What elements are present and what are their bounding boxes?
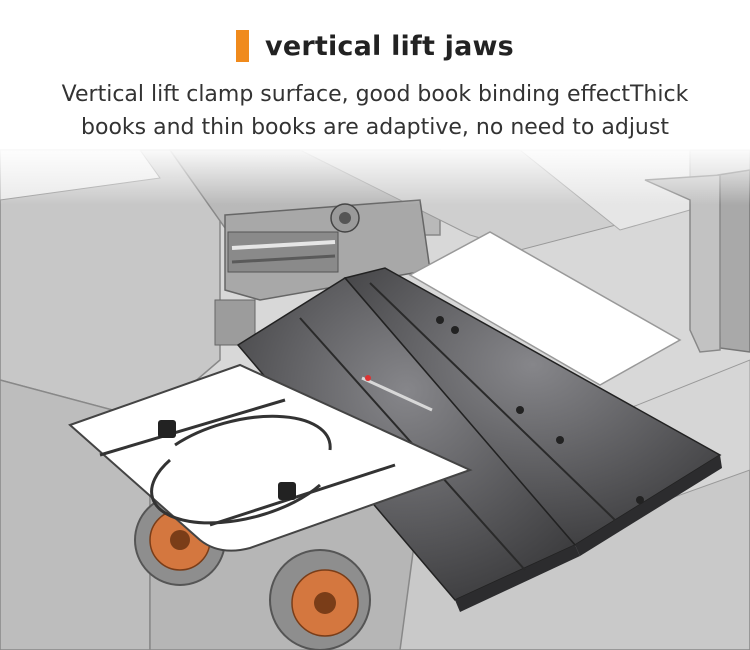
header: vertical lift jaws Vertical lift clamp s… (0, 0, 750, 145)
roller-bottom (269, 549, 371, 650)
description: Vertical lift clamp surface, good book b… (20, 78, 730, 144)
description-line-2: books and thin books are adaptive, no ne… (81, 115, 669, 140)
guide-plate (68, 363, 473, 552)
page-title: vertical lift jaws (265, 30, 514, 62)
accent-bar (236, 30, 250, 62)
paper-sheet (408, 231, 682, 386)
clamp-plate (236, 267, 722, 612)
title-row: vertical lift jaws (0, 30, 750, 62)
description-line-1: Vertical lift clamp surface, good book b… (61, 82, 689, 107)
